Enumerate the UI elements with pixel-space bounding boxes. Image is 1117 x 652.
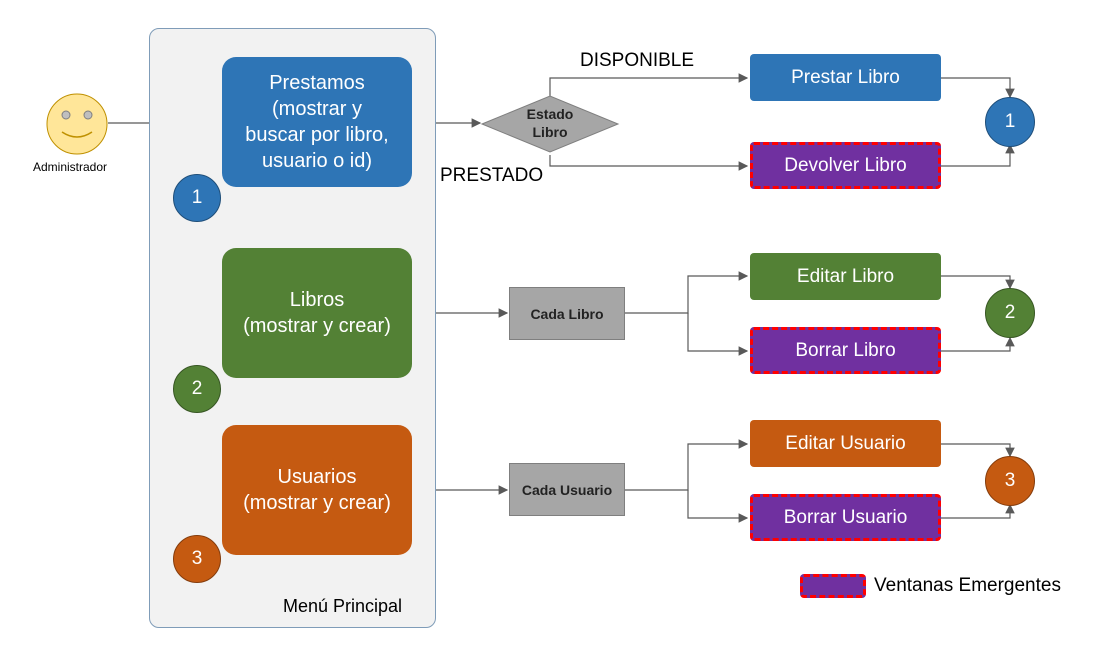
edge-cada-libro-fork2 <box>687 313 749 356</box>
editar-libro-button[interactable]: Editar Libro <box>750 253 941 300</box>
legend-swatch <box>800 574 866 598</box>
edge-cada-usuario-fork2 <box>687 490 749 523</box>
decision-yes-label: DISPONIBLE <box>580 50 695 71</box>
legend-label: Ventanas Emergentes <box>874 575 1061 596</box>
smiley-face-icon <box>46 93 108 155</box>
edge-prestar-c1 <box>941 77 1015 99</box>
edge-editar-c2 <box>941 275 1015 290</box>
module-prestamos[interactable]: Prestamos (mostrar y buscar por libro, u… <box>222 57 412 187</box>
edge-cada-libro-fork <box>625 271 749 314</box>
process-cada-usuario[interactable]: Cada Usuario <box>509 463 625 516</box>
borrar-usuario-button[interactable]: Borrar Usuario <box>750 494 941 541</box>
decision-label: Estado Libro <box>526 106 574 140</box>
process-cada-libro[interactable]: Cada Libro <box>509 287 625 340</box>
editar-usuario-button[interactable]: Editar Usuario <box>750 420 941 467</box>
borrar-libro-button[interactable]: Borrar Libro <box>750 327 941 374</box>
menu-title: Menú Principal <box>283 596 403 616</box>
module-number-1: 1 <box>173 174 221 222</box>
decision-diamond <box>480 95 620 153</box>
connector-1: 1 <box>985 97 1035 147</box>
devolver-libro-button[interactable]: Devolver Libro <box>750 142 941 189</box>
edge-editar-c3 <box>941 443 1015 458</box>
decision-no-label: PRESTADO <box>440 165 544 186</box>
module-number-2: 2 <box>173 365 221 413</box>
edge-borrar-c3 <box>941 503 1015 519</box>
module-libros[interactable]: Libros (mostrar y crear) <box>222 248 412 378</box>
edge-disponible <box>549 73 749 100</box>
prestar-libro-button[interactable]: Prestar Libro <box>750 54 941 101</box>
module-usuarios[interactable]: Usuarios (mostrar y crear) <box>222 425 412 555</box>
edge-prestado <box>549 155 749 171</box>
connector-2: 2 <box>985 288 1035 338</box>
module-number-3: 3 <box>173 535 221 583</box>
actor-label: Administrador <box>33 160 108 174</box>
edge-borrar-c2 <box>941 336 1015 352</box>
edge-cada-usuario-fork <box>625 439 749 491</box>
edge-devolver-c1 <box>941 143 1015 167</box>
connector-3: 3 <box>985 456 1035 506</box>
